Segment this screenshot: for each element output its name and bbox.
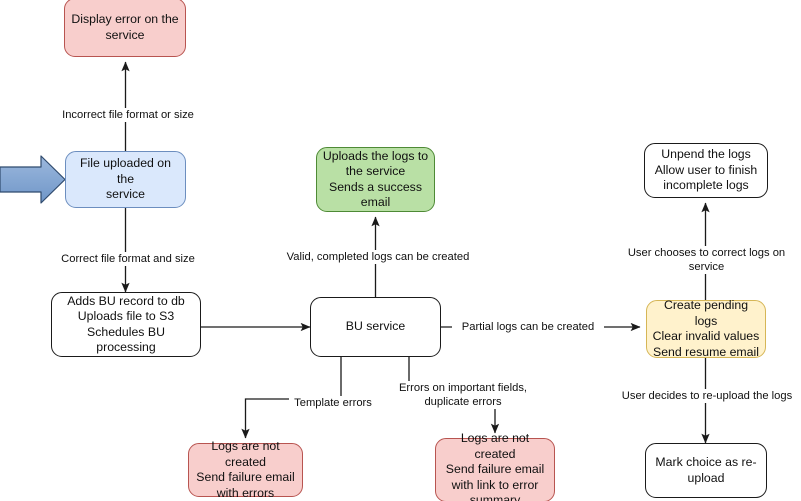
edge-label-correct-on-service: User chooses to correct logs on service xyxy=(608,246,801,274)
edge-label-correct-format: Correct file format and size xyxy=(55,252,201,266)
edge-label-template-errors: Template errors xyxy=(289,396,377,410)
edge-label-user-reupload: User decides to re-upload the logs xyxy=(617,389,797,403)
edge-label-incorrect-format: Incorrect file format or size xyxy=(55,108,201,122)
node-bu-service[interactable]: BU service xyxy=(310,297,441,357)
node-field-failure[interactable]: Logs are not created Send failure email … xyxy=(435,431,555,501)
node-unpend-logs[interactable]: Unpend the logs Allow user to finish inc… xyxy=(644,143,768,198)
node-create-pending-logs[interactable]: Create pending logs Clear invalid values… xyxy=(646,298,766,359)
node-file-uploaded[interactable]: File uploaded on the service xyxy=(65,151,186,208)
edge-label-valid-logs: Valid, completed logs can be created xyxy=(281,250,475,264)
node-uploads-logs[interactable]: Uploads the logs to the service Sends a … xyxy=(316,147,435,212)
input-arrow xyxy=(0,155,66,204)
node-display-error[interactable]: Display error on the service xyxy=(64,0,186,57)
edge-label-field-errors: Errors on important fields, duplicate er… xyxy=(393,381,533,409)
edge-label-partial-logs: Partial logs can be created xyxy=(452,320,604,334)
node-mark-reupload[interactable]: Mark choice as re- upload xyxy=(645,443,767,498)
node-template-failure[interactable]: Logs are not created Send failure email … xyxy=(188,439,303,500)
node-adds-bu-record[interactable]: Adds BU record to db Uploads file to S3 … xyxy=(51,292,201,357)
